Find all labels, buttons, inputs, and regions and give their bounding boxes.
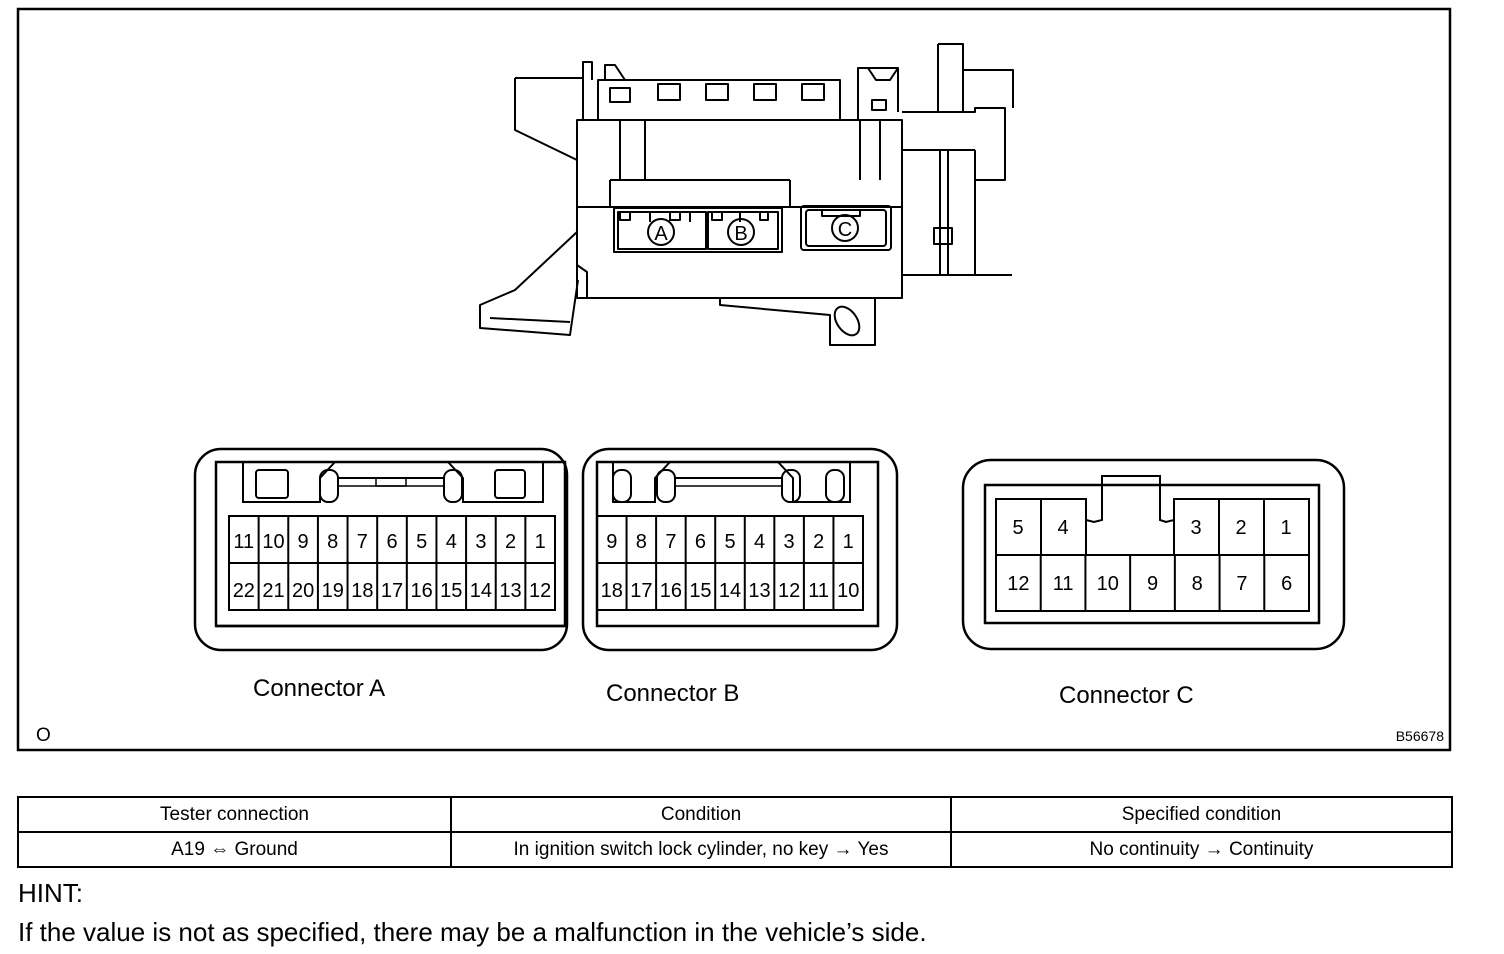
- pin-label: 1: [843, 531, 854, 553]
- connector-c-label: Connector C: [1059, 682, 1194, 709]
- pin-label: 1: [1280, 517, 1291, 539]
- pin-label: 20: [292, 580, 314, 602]
- pin-label: 5: [724, 531, 735, 553]
- part-letter-markers: A B C: [647, 214, 859, 246]
- hint-title: HINT:: [18, 878, 83, 908]
- pin-label: 12: [1007, 573, 1029, 595]
- pin-label: 19: [322, 580, 344, 602]
- pin-label: 14: [470, 580, 492, 602]
- ignition-switch-illustration: [479, 43, 1014, 346]
- pin-label: 9: [1147, 573, 1158, 595]
- pin-label: 22: [233, 580, 255, 602]
- pin-label: 13: [499, 580, 521, 602]
- cell-condition: In ignition switch lock cylinder, no key…: [450, 831, 952, 868]
- pin-label: 6: [1281, 573, 1292, 595]
- marker-c: C: [838, 219, 852, 241]
- pin-label: 18: [351, 580, 373, 602]
- pin-label: 2: [1235, 517, 1246, 539]
- table-row: A19 ⇔ Ground In ignition switch lock cyl…: [17, 831, 1453, 868]
- pin-label: 8: [636, 531, 647, 553]
- figure-code: B56678: [1396, 728, 1444, 744]
- pin-label: 16: [411, 580, 433, 602]
- connector-c: 5 4 3 2 1 12 11 10 9 8 7 6: [961, 458, 1346, 651]
- pin-label: 18: [601, 580, 623, 602]
- cell-tester-connection: A19 ⇔ Ground: [17, 831, 452, 868]
- header-tester-connection: Tester connection: [17, 796, 452, 833]
- pin-label: 9: [606, 531, 617, 553]
- pin-label: 13: [748, 580, 770, 602]
- table-header-row: Tester connection Condition Specified co…: [17, 796, 1453, 833]
- connector-a-label: Connector A: [253, 675, 385, 702]
- pin-label: 6: [695, 531, 706, 553]
- pin-label: 11: [233, 531, 254, 553]
- pin-label: 3: [784, 531, 795, 553]
- connector-b-label: Connector B: [606, 680, 739, 707]
- marker-a: A: [654, 223, 668, 245]
- pin-label: 17: [381, 580, 403, 602]
- pin-label: 16: [660, 580, 682, 602]
- pin-label: 3: [1190, 517, 1201, 539]
- hint-text: If the value is not as specified, there …: [18, 917, 927, 947]
- pin-label: 2: [505, 531, 516, 553]
- pin-label: 4: [754, 531, 765, 553]
- pin-label: 15: [689, 580, 711, 602]
- pin-label: 11: [1053, 573, 1074, 595]
- cell-specified-condition: No continuity → Continuity: [950, 831, 1453, 868]
- spec-table: Tester connection Condition Specified co…: [17, 796, 1453, 868]
- pin-label: 10: [262, 531, 284, 553]
- pin-label: 11: [808, 580, 829, 602]
- pin-label: 12: [778, 580, 800, 602]
- pin-label: 5: [1012, 517, 1023, 539]
- pin-label: 7: [357, 531, 368, 553]
- pin-label: 10: [1097, 573, 1119, 595]
- pin-label: 9: [298, 531, 309, 553]
- corner-mark: O: [36, 725, 51, 746]
- pin-label: 6: [386, 531, 397, 553]
- pin-label: 10: [837, 580, 859, 602]
- header-specified-condition: Specified condition: [950, 796, 1453, 833]
- pin-label: 14: [719, 580, 741, 602]
- pin-label: 7: [1236, 573, 1247, 595]
- pin-label: 15: [440, 580, 462, 602]
- header-condition: Condition: [450, 796, 952, 833]
- pin-label: 17: [630, 580, 652, 602]
- pin-label: 2: [813, 531, 824, 553]
- pin-label: 7: [665, 531, 676, 553]
- marker-b: B: [734, 223, 747, 245]
- pin-label: 5: [416, 531, 427, 553]
- pin-label: 1: [535, 531, 546, 553]
- pin-label: 12: [529, 580, 551, 602]
- pin-label: 8: [1192, 573, 1203, 595]
- pin-label: 21: [262, 580, 284, 602]
- pin-label: 3: [475, 531, 486, 553]
- pin-label: 8: [327, 531, 338, 553]
- pin-label: 4: [446, 531, 457, 553]
- pin-label: 4: [1057, 517, 1068, 539]
